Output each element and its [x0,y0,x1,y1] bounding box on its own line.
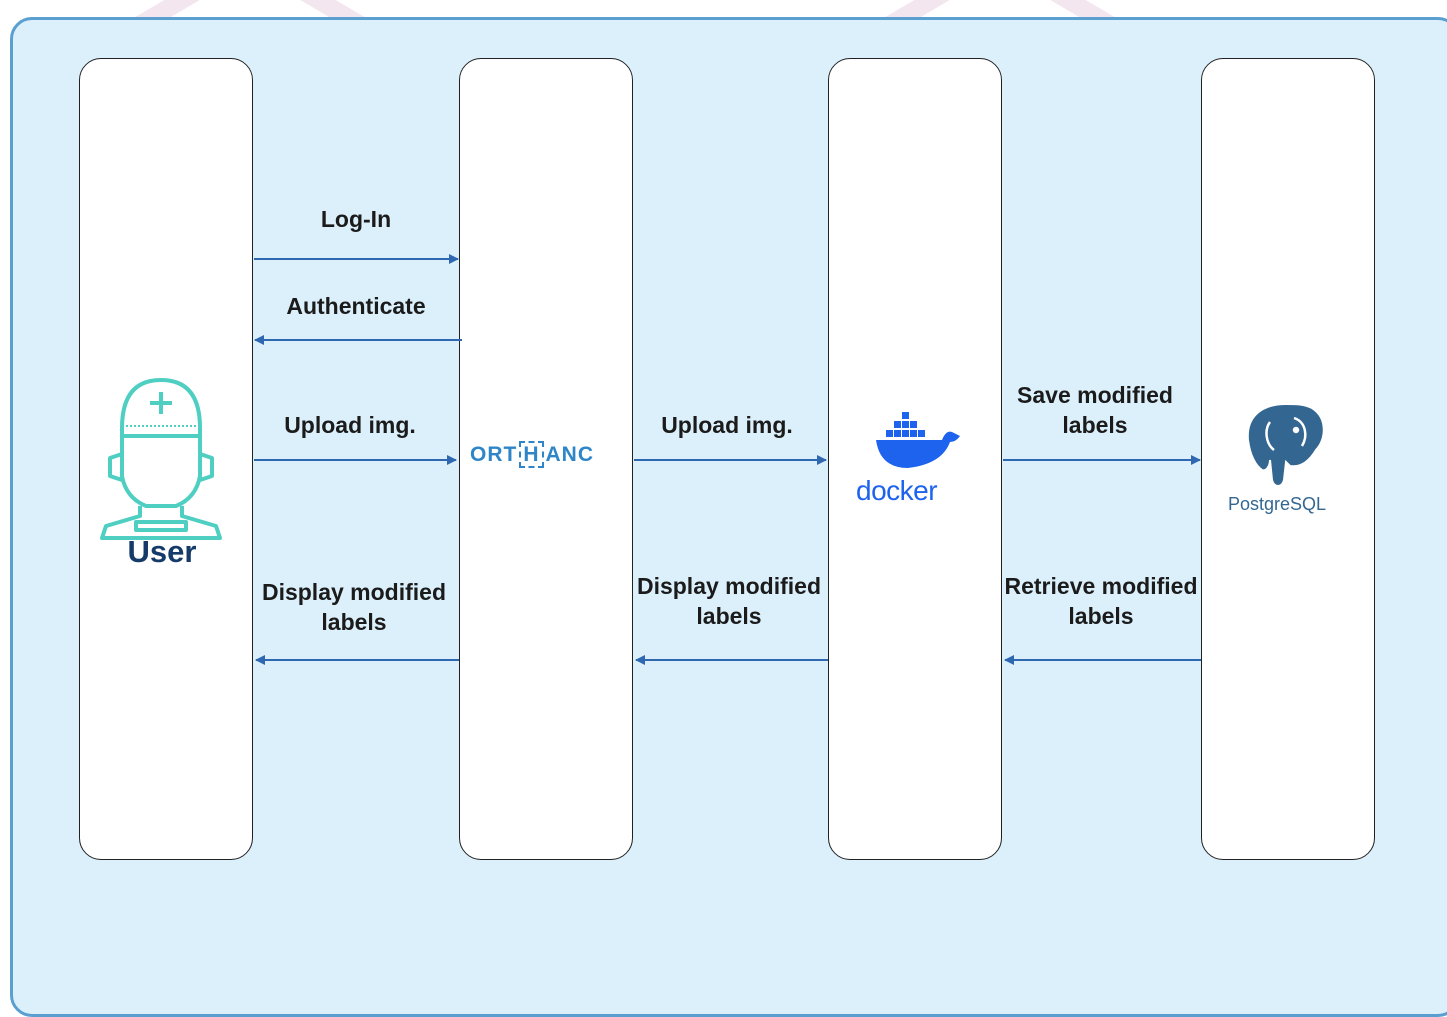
postgresql-label: PostgreSQL [1228,494,1327,514]
label-upload-orthanc: Upload img. [661,412,793,438]
label-retrieve: Retrieve modified labels [1004,573,1198,629]
nurse-user-icon [100,378,222,540]
orthanc-logo-suffix: ANC [545,443,594,466]
message-arrows [254,254,1201,665]
label-save: Save modified labels [1017,382,1173,438]
lane-orthanc [459,58,633,860]
orthanc-logo-mark: H [519,441,544,468]
user-label: User [127,534,197,569]
docker-whale-icon [876,412,960,468]
orthanc-logo-prefix: ORT [470,443,518,466]
label-upload-user: Upload img. [284,412,416,438]
label-login: Log-In [320,206,392,232]
postgresql-elephant-icon [1246,402,1325,487]
docker-label: docker [856,475,938,506]
label-authenticate: Authenticate [286,293,426,319]
label-display-orthanc: Display modified labels [636,573,822,629]
label-display-user: Display modified labels [261,579,447,635]
